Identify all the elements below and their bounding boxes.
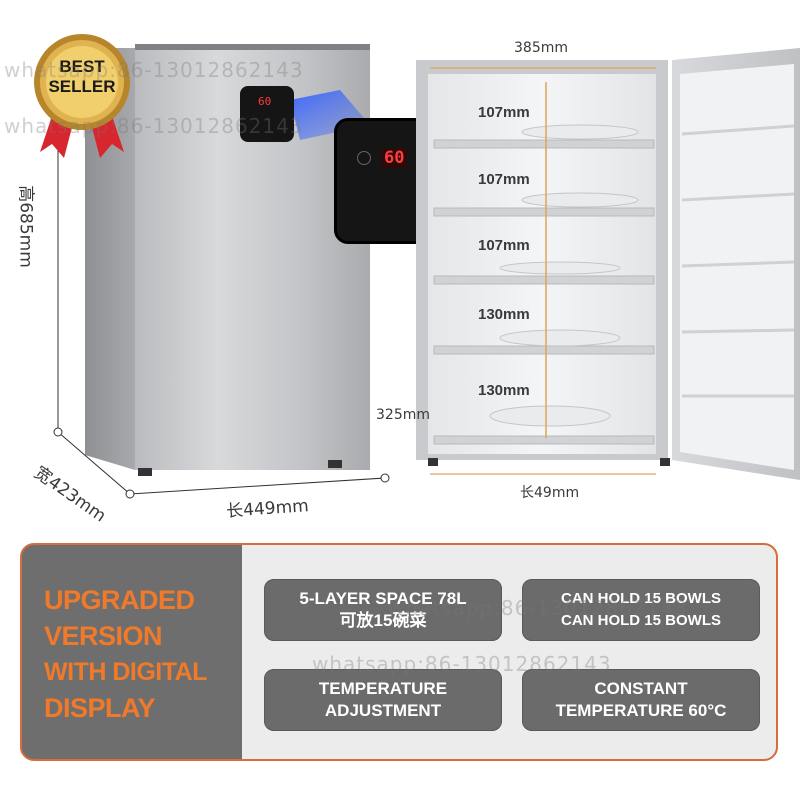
feature-box-constant-temperature: CONSTANT TEMPERATURE 60°C: [522, 669, 760, 731]
zoomed-display-readout: 60: [381, 148, 408, 168]
shelf-height-label-3: 107mm: [478, 237, 530, 254]
watermark-4: whatsapp:86-13012862143: [312, 652, 612, 676]
height-dimension-label: 高685mm: [15, 185, 36, 268]
best-seller-badge: BEST SELLER: [26, 30, 138, 164]
feature-box-bowls: CAN HOLD 15 BOWLS CAN HOLD 15 BOWLS: [522, 579, 760, 641]
feature-capacity-line-2: 可放15碗菜: [339, 611, 427, 630]
feature-box-temperature-adjustment: TEMPERATURE ADJUSTMENT: [264, 669, 502, 731]
watermark-2: whatsapp:86-13012862143: [4, 114, 304, 138]
badge-text-seller: SELLER: [48, 77, 116, 96]
badge-text-best: BEST: [59, 57, 105, 76]
feature-capacity-line-1: 5-LAYER SPACE 78L: [299, 589, 467, 608]
shelf-height-label-2: 107mm: [478, 171, 530, 188]
inner-depth-dimension-label: 325mm: [376, 407, 430, 423]
shelf-height-label-1: 107mm: [478, 104, 530, 121]
small-display-readout: 60: [258, 95, 272, 108]
headline-line-2: VERSION: [44, 621, 163, 651]
feature-box-capacity: 5-LAYER SPACE 78L 可放15碗菜: [264, 579, 502, 641]
watermark-1: whatsapp:86-13012862143: [4, 58, 304, 82]
feature-temp-adjust-line-1: TEMPERATURE: [318, 679, 448, 698]
feature-bowls-line-2: CAN HOLD 15 BOWLS: [560, 612, 721, 629]
closed-cabinet-illustration: [40, 30, 390, 530]
small-digital-display: 60: [240, 86, 294, 142]
headline-line-1: UPGRADED: [44, 585, 195, 615]
feature-constant-temp-line-1: CONSTANT: [594, 679, 688, 698]
watermark-3: whatsapp:86-13012862143: [388, 596, 688, 620]
length-dimension-label-right: 长49mm: [520, 485, 580, 501]
feature-headline: UPGRADED VERSION WITH DIGITAL DISPLAY: [44, 582, 244, 726]
open-cabinet-illustration: [410, 40, 800, 480]
shelf-height-label-4: 130mm: [478, 306, 530, 323]
inner-width-dimension-label: 385mm: [514, 40, 568, 56]
feature-temp-adjust-line-2: ADJUSTMENT: [324, 701, 442, 720]
feature-constant-temp-line-2: TEMPERATURE 60°C: [555, 701, 727, 720]
headline-line-4: DISPLAY: [44, 693, 156, 723]
minus-button-icon: [357, 151, 371, 165]
feature-panel: UPGRADED VERSION WITH DIGITAL DISPLAY 5-…: [20, 543, 778, 761]
shelf-height-label-5: 130mm: [478, 382, 530, 399]
headline-line-3: WITH DIGITAL: [44, 658, 207, 686]
feature-bowls-line-1: CAN HOLD 15 BOWLS: [560, 590, 721, 607]
